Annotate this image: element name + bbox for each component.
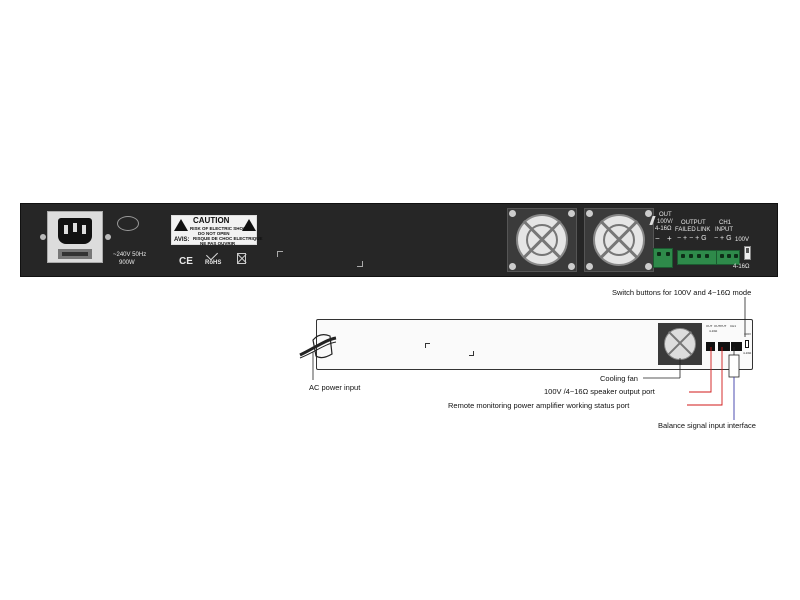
fan-screw-icon	[568, 210, 575, 217]
caution-title: CAUTION	[193, 216, 230, 225]
output-title: OUTPUT	[681, 220, 706, 226]
ch1-title: CH1	[719, 220, 732, 226]
mini-speaker-terminal	[706, 342, 715, 351]
mini-mode-switch	[745, 340, 749, 348]
mount-screw-icon	[40, 234, 46, 240]
input-connector-icon	[728, 354, 740, 378]
cooling-fan-left	[507, 208, 577, 272]
output-link-label: LINK	[697, 227, 711, 233]
fan-grille-icon	[516, 214, 568, 266]
electric-shock-warning-icon	[242, 219, 256, 231]
caution-line-1: RISK OF ELECTRIC SHOCK	[190, 226, 250, 231]
speaker-callout-line	[689, 347, 712, 393]
out-label: OUT	[659, 212, 672, 218]
fan-screw-icon	[568, 263, 575, 270]
fan-screw-icon	[645, 263, 652, 270]
amplifier-rear-panel: ~240V 50Hz 900W CAUTION RISK OF ELECTRIC…	[20, 203, 778, 277]
caution-label: CAUTION RISK OF ELECTRIC SHOCK DO NOT OP…	[171, 215, 263, 246]
weee-bin-icon	[237, 253, 247, 264]
mini-output-label: OUTPUT	[714, 324, 727, 328]
mini-100v-label: 100V	[744, 332, 752, 336]
speaker-out-callout-label: 100V /4~16Ω speaker output port	[544, 387, 655, 396]
balance-input-terminal[interactable]	[716, 250, 740, 265]
power-rating-wattage: 900W	[119, 260, 135, 266]
fan-screw-icon	[586, 263, 593, 270]
output-polarity-label: − + − + G	[677, 235, 707, 242]
ac-inlet-socket[interactable]	[40, 211, 111, 263]
switch-callout-label: Switch buttons for 100V and 4~16Ω mode	[612, 288, 752, 297]
mount-screw-icon	[105, 234, 111, 240]
fan-screw-icon	[509, 263, 516, 270]
power-rating-voltage: ~240V 50Hz	[113, 252, 147, 258]
out-voltage-label: 100V/	[657, 219, 673, 225]
ch1-polarity-label: − + G	[714, 235, 732, 242]
corner-mark	[425, 343, 430, 348]
corner-mark	[277, 251, 283, 257]
switch-ohms-label: 4-16Ω	[733, 264, 750, 270]
mini-ohms-label: 4-16Ω	[709, 329, 718, 333]
fan-grille-icon	[593, 214, 645, 266]
switch-100v-label: 100V	[735, 237, 750, 243]
speaker-output-terminal[interactable]	[653, 248, 673, 268]
rohs-mark: RoHS	[205, 260, 222, 266]
ch1-input-label: INPUT	[715, 227, 733, 233]
mini-out-label: OUT	[706, 324, 713, 328]
cooling-fan-callout-label: Cooling fan	[600, 374, 638, 383]
iec-socket-icon	[58, 218, 92, 244]
caution-french-line-2: NE PAS OUVRIR	[200, 241, 236, 246]
remote-callout-line	[687, 347, 723, 406]
fan-screw-icon	[509, 210, 516, 217]
corner-mark	[469, 351, 474, 356]
caution-line-2: DO NOT OPEN	[198, 231, 230, 236]
mini-failed-terminal	[718, 342, 730, 351]
power-cord	[299, 334, 337, 380]
electric-shock-warning-icon	[174, 219, 188, 231]
cooling-fan-right	[584, 208, 654, 272]
balance-input-callout-label: Balance signal input interface	[658, 421, 756, 430]
mode-switch[interactable]	[744, 246, 751, 260]
corner-mark	[357, 261, 363, 267]
mini-switch-ohms-label: 4-16Ω	[743, 351, 752, 355]
caution-french-line-1: RISQUE DE CHOC ELECTRIQUE	[193, 236, 263, 241]
out-minus-label: −	[655, 234, 660, 243]
oval-knockout	[117, 216, 139, 231]
out-plus-label: +	[667, 234, 672, 243]
output-failed-label: FAILED	[675, 227, 696, 233]
mini-input-terminal	[731, 342, 742, 351]
fan-screw-icon	[586, 210, 593, 217]
remote-monitor-callout-label: Remote monitoring power amplifier workin…	[448, 401, 630, 410]
ac-power-callout-label: AC power input	[309, 383, 361, 392]
out-impedance-label: 4-16Ω	[655, 226, 672, 232]
fuse-holder-icon	[58, 249, 92, 259]
ce-mark: CE	[179, 256, 193, 267]
fan-screw-icon	[645, 210, 652, 217]
mini-ch1-label: CH1	[730, 324, 737, 328]
caution-avis: AVIS:	[174, 237, 190, 243]
